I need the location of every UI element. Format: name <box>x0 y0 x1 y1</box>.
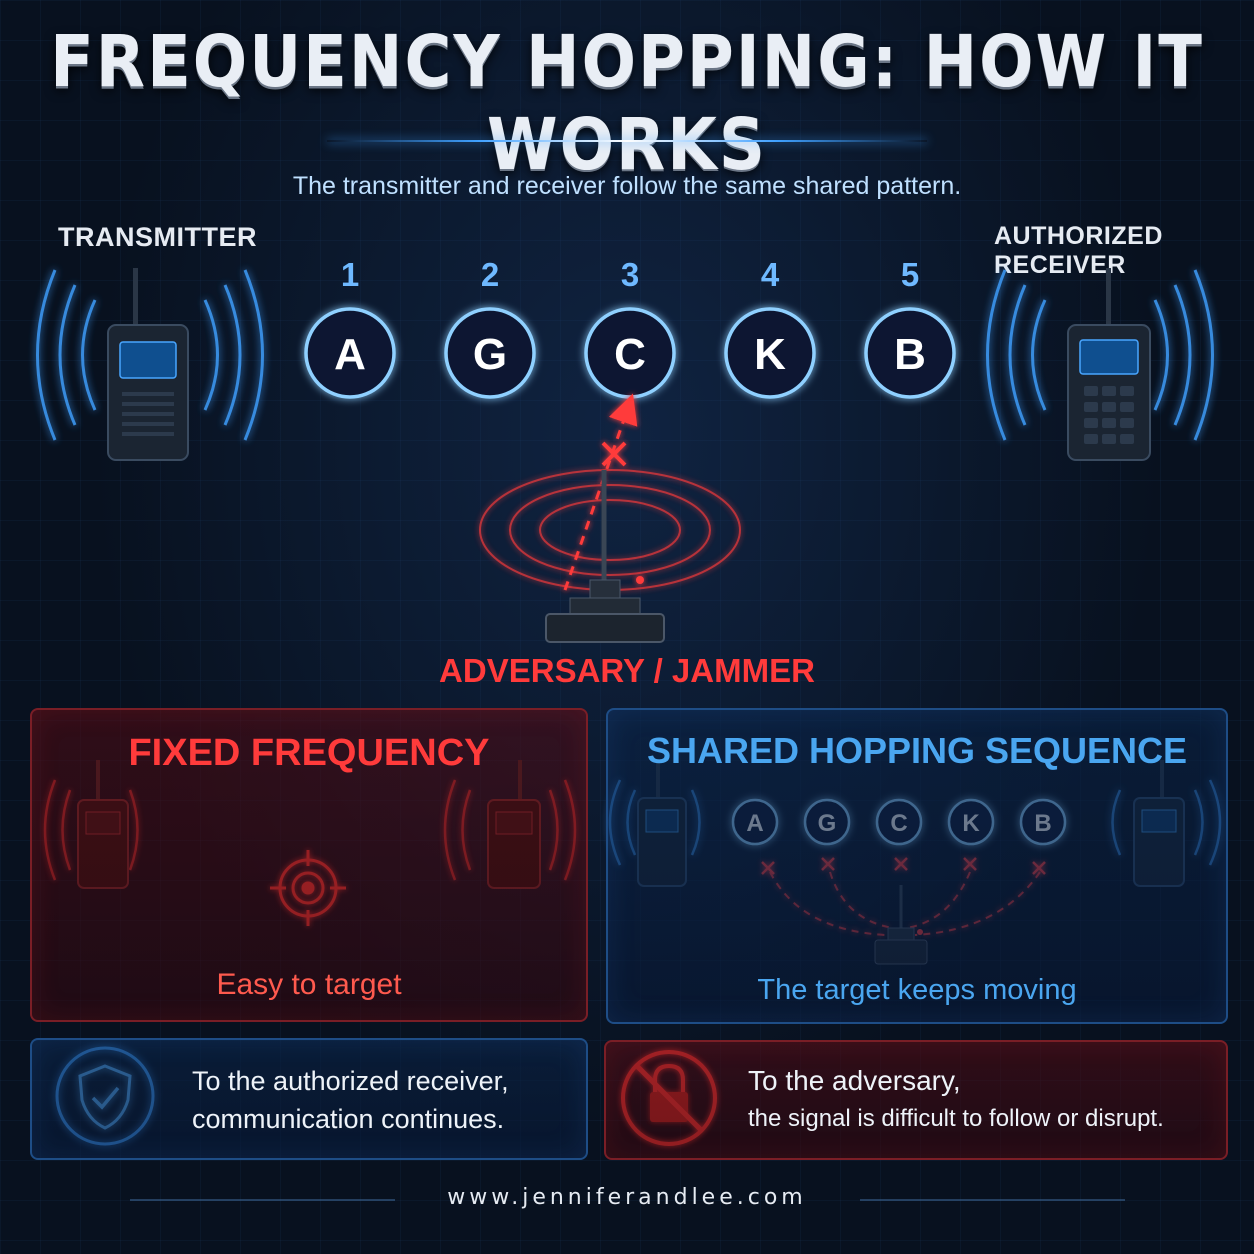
hopping-panel-caption: The target keeps moving <box>757 974 1077 1006</box>
hop-channel-label: C <box>614 330 646 379</box>
radio-keypad-icon <box>1067 268 1151 461</box>
title-underline <box>327 140 927 142</box>
fixed-panel-title: FIXED FREQUENCY <box>128 732 490 774</box>
hop-channel-label: K <box>754 330 786 379</box>
adversary-message-panel: To the adversary, the signal is difficul… <box>604 1040 1228 1160</box>
receiver-label: AUTHORIZED RECEIVER <box>994 222 1163 279</box>
fixed-frequency-panel: FIXED FREQUENCY Easy to target <box>30 708 588 1022</box>
hop-node-ring <box>304 307 396 399</box>
radio-icon <box>107 268 189 461</box>
hop-node-ring <box>724 307 816 399</box>
hop-node: A1 <box>304 256 396 399</box>
receiver-waves <box>986 269 1214 441</box>
subtitle: The transmitter and receiver follow the … <box>292 172 962 200</box>
fixed-panel-caption: Easy to target <box>216 968 402 1001</box>
receiver-message-panel: To the authorized receiver, communicatio… <box>30 1038 588 1160</box>
hop-node: B5 <box>864 256 956 399</box>
hop-channel-label: G <box>473 330 507 379</box>
transmitter-waves <box>36 269 264 441</box>
hop-node-ring <box>444 307 536 399</box>
hop-node: G2 <box>444 256 536 399</box>
hop-node-ring <box>864 307 956 399</box>
hop-step-number: 1 <box>341 256 359 293</box>
hop-node: K4 <box>724 256 816 399</box>
adversary-message-line2: the signal is difficult to follow or dis… <box>748 1105 1164 1132</box>
hop-step-number: 3 <box>621 256 639 293</box>
jam-fail-x <box>601 441 627 467</box>
adversary-message-line1: To the adversary, <box>748 1065 961 1096</box>
hopping-sequence-panel: SHARED HOPPING SEQUENCE The target keeps… <box>606 708 1228 1024</box>
footer-url: www.jenniferandlee.com <box>447 1185 807 1210</box>
receiver-message-line2: communication continues. <box>192 1104 505 1134</box>
receiver-message-line1: To the authorized receiver, <box>192 1066 509 1096</box>
hopping-panel-title: SHARED HOPPING SEQUENCE <box>646 730 1188 771</box>
hop-step-number: 4 <box>761 256 780 293</box>
hop-channel-label: B <box>894 330 926 379</box>
hop-node: C3 <box>584 256 676 399</box>
jammer-waves <box>479 469 741 591</box>
hop-channel-label: A <box>334 330 366 379</box>
hop-step-number: 5 <box>901 256 919 293</box>
jammer-antenna-icon <box>545 470 665 643</box>
adversary-label: ADVERSARY / JAMMER <box>439 652 815 689</box>
transmitter-label: TRANSMITTER <box>58 222 257 252</box>
page-title: FREQUENCY HOPPING: HOW IT WORKS <box>50 21 1204 187</box>
jam-attempt-arrow <box>563 393 638 591</box>
hop-step-number: 2 <box>481 256 499 293</box>
